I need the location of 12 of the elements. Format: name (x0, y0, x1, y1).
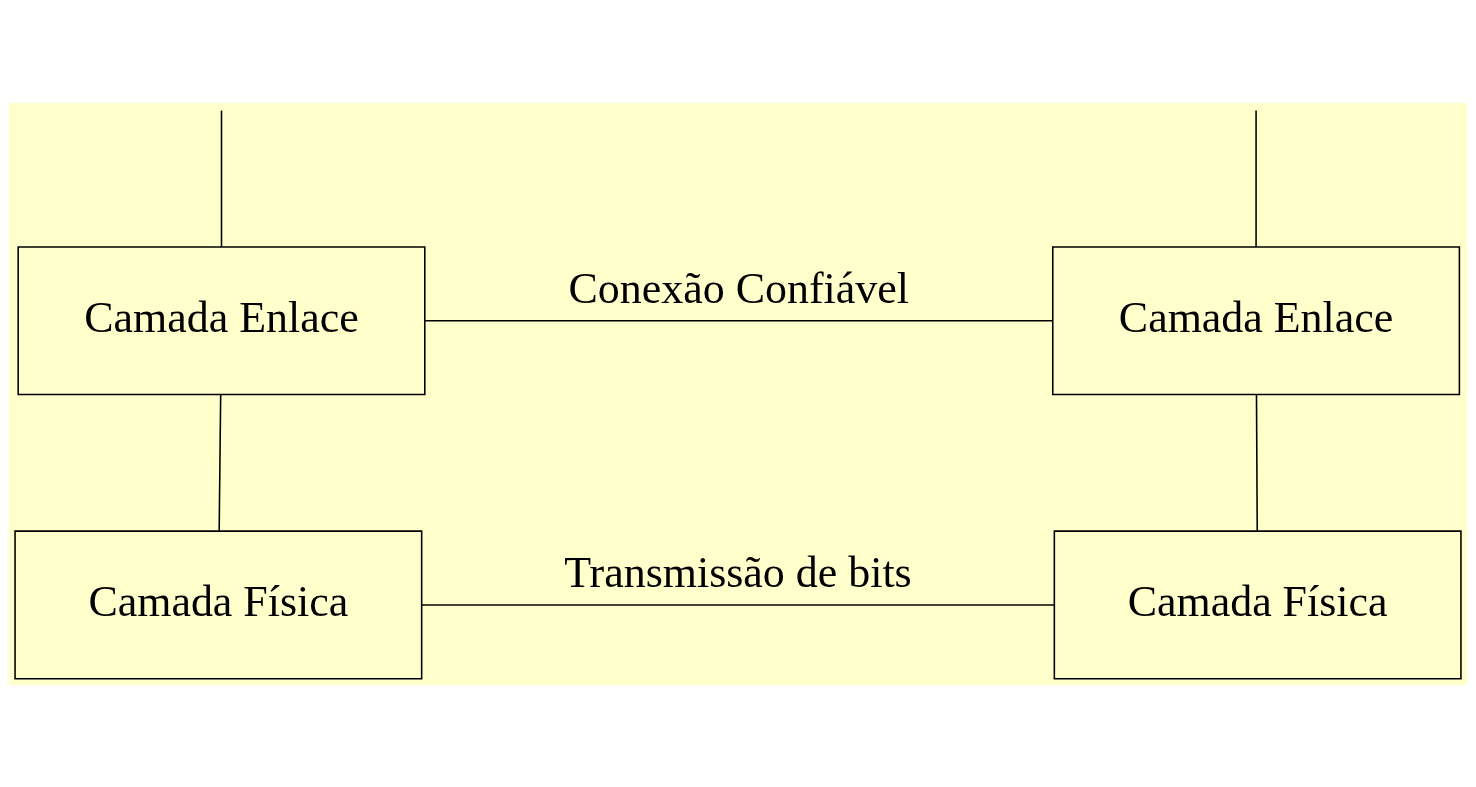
node-box: Camada Física (1053, 529, 1462, 679)
connector (220, 109, 223, 248)
edge-label: Transmissão de bits (564, 547, 912, 597)
connector (421, 603, 1055, 606)
node-box: Camada Física (14, 529, 423, 679)
edge-label: Conexão Confiável (568, 263, 909, 313)
connector (218, 393, 222, 532)
connector (424, 319, 1054, 322)
node-box: Camada Enlace (1052, 245, 1461, 395)
connector (1255, 109, 1257, 248)
node-box: Camada Enlace (17, 245, 426, 395)
connector (1255, 393, 1258, 532)
